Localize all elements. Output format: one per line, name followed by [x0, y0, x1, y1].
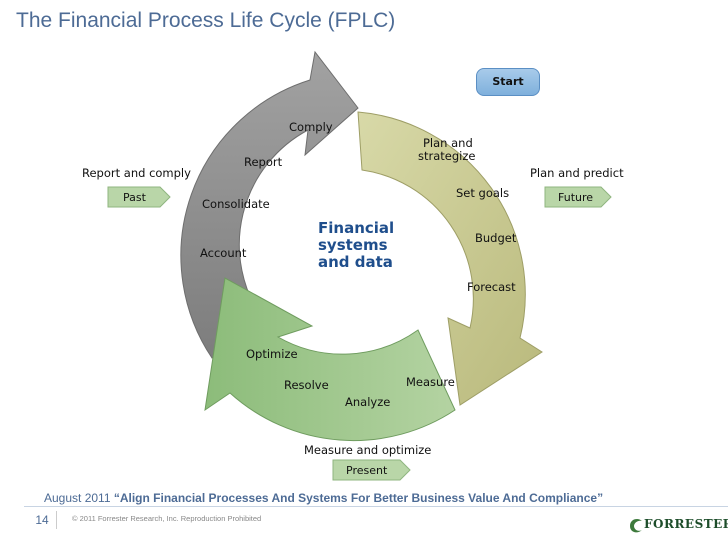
label-measure: Measure — [406, 375, 455, 389]
label-budget: Budget — [475, 231, 517, 245]
footer-divider — [24, 506, 728, 507]
forrester-logo-text: FORRESTER — [644, 517, 728, 531]
center-line-2: systems — [318, 236, 388, 254]
present-heading: Measure and optimize — [304, 443, 432, 457]
page-number: 14 — [28, 511, 57, 529]
center-label: Financial systems and data — [318, 220, 394, 271]
past-heading: Report and comply — [82, 166, 191, 180]
future-tag-arrow — [544, 186, 612, 208]
label-resolve: Resolve — [284, 378, 329, 392]
green-cycle-arrow — [204, 277, 456, 442]
past-tag-arrow — [107, 186, 171, 208]
copyright-text: © 2011 Forrester Research, Inc. Reproduc… — [72, 514, 262, 523]
label-analyze: Analyze — [345, 395, 391, 409]
present-tag: Present — [346, 464, 388, 477]
label-optimize: Optimize — [246, 347, 298, 361]
present-tag-arrow — [332, 459, 411, 481]
label-set-goals: Set goals — [456, 186, 510, 200]
tan-cycle-arrow — [357, 111, 543, 406]
future-tag: Future — [558, 191, 594, 204]
label-strategize: strategize — [418, 149, 476, 163]
slide-title: The Financial Process Life Cycle (FPLC) — [16, 9, 396, 32]
center-line-1: Financial — [318, 219, 395, 237]
label-consolidate: Consolidate — [202, 197, 270, 211]
center-line-3: and data — [318, 253, 393, 271]
citation-date: August 2011 — [44, 491, 114, 505]
start-button[interactable]: Start — [476, 68, 540, 96]
label-report: Report — [244, 155, 283, 169]
future-heading: Plan and predict — [530, 166, 624, 180]
citation: August 2011 “Align Financial Processes A… — [44, 491, 603, 505]
citation-quote: “Align Financial Processes And Systems F… — [113, 491, 604, 505]
forrester-logo — [630, 518, 642, 533]
label-account: Account — [200, 246, 247, 260]
label-plan-and: Plan and — [423, 136, 473, 150]
past-tag: Past — [123, 191, 146, 204]
label-forecast: Forecast — [467, 280, 516, 294]
label-comply: Comply — [289, 120, 333, 134]
